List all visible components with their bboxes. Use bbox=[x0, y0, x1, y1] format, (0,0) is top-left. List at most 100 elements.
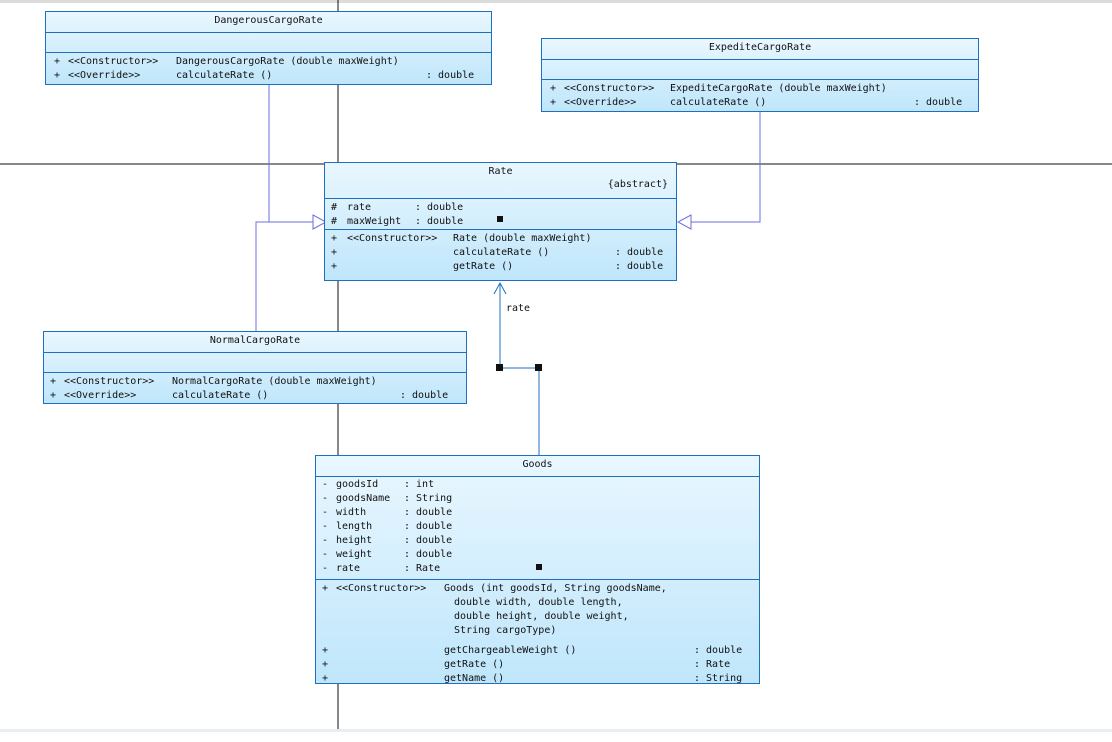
visibility-marker: + bbox=[50, 390, 57, 401]
attribute-name: height bbox=[336, 535, 373, 546]
operation-stereotype: <<Override>> bbox=[64, 390, 137, 401]
attribute-row: - goodsId : int bbox=[316, 478, 759, 492]
attributes-compartment bbox=[542, 60, 978, 80]
operation-return-type: : double bbox=[615, 247, 664, 258]
visibility-marker: + bbox=[331, 233, 338, 244]
operation-signature: getRate () bbox=[444, 659, 505, 670]
generalization-arrowhead-right bbox=[676, 214, 692, 230]
visibility-marker: + bbox=[322, 645, 329, 656]
attribute-type: : double bbox=[404, 549, 453, 560]
attribute-name: length bbox=[336, 521, 373, 532]
operation-stereotype: <<Override>> bbox=[68, 70, 141, 81]
visibility-marker: - bbox=[322, 507, 329, 518]
operation-signature: getRate () bbox=[453, 261, 514, 272]
generalization-expedite-to-rate[interactable] bbox=[691, 112, 761, 223]
association-role-label: rate bbox=[506, 303, 531, 314]
visibility-marker: + bbox=[322, 583, 329, 594]
operations-compartment: + <<Constructor>> Rate (double maxWeight… bbox=[325, 230, 676, 274]
operation-stereotype: <<Constructor>> bbox=[347, 233, 438, 244]
class-dangerous-cargo-rate[interactable]: DangerousCargoRate + <<Constructor>> Dan… bbox=[45, 11, 492, 85]
association-arrowhead bbox=[493, 281, 507, 295]
generalization-normal-to-rate[interactable] bbox=[255, 221, 313, 331]
operation-row: + getName () : String bbox=[316, 672, 759, 686]
attribute-name: weight bbox=[336, 549, 373, 560]
class-expedite-cargo-rate[interactable]: ExpediteCargoRate + <<Constructor>> Expe… bbox=[541, 38, 979, 112]
class-name: ExpediteCargoRate bbox=[708, 42, 812, 53]
operation-stereotype: <<Constructor>> bbox=[336, 583, 427, 594]
operation-signature: calculateRate () bbox=[670, 97, 767, 108]
operation-signature: String cargoType) bbox=[448, 625, 557, 636]
operations-compartment: + <<Constructor>> ExpediteCargoRate (dou… bbox=[542, 80, 978, 110]
generalization-dangerous-to-rate[interactable] bbox=[268, 85, 313, 223]
visibility-marker: + bbox=[550, 97, 557, 108]
operation-row: double width, double length, bbox=[316, 596, 759, 610]
top-band bbox=[0, 0, 1112, 3]
visibility-marker: - bbox=[322, 549, 329, 560]
attribute-row: - weight : double bbox=[316, 548, 759, 562]
attribute-type: : double bbox=[404, 521, 453, 532]
attribute-type: : Rate bbox=[404, 563, 441, 574]
attribute-type: : double bbox=[415, 202, 464, 213]
visibility-marker: + bbox=[322, 673, 329, 684]
attribute-row: # maxWeight : double bbox=[325, 215, 676, 229]
visibility-marker: + bbox=[50, 376, 57, 387]
operation-return-type: : double bbox=[914, 97, 963, 108]
attribute-type: : String bbox=[404, 493, 453, 504]
operation-row: String cargoType) bbox=[316, 624, 759, 638]
visibility-marker: + bbox=[322, 659, 329, 670]
operation-row: + getChargeableWeight () : double bbox=[316, 644, 759, 658]
attribute-row: - length : double bbox=[316, 520, 759, 534]
operation-signature: NormalCargoRate (double maxWeight) bbox=[172, 376, 377, 387]
operation-row: + <<Override>> calculateRate () : double bbox=[542, 96, 978, 110]
operation-signature: double width, double length, bbox=[448, 597, 623, 608]
attribute-type: : double bbox=[415, 216, 464, 227]
attribute-type: : double bbox=[404, 535, 453, 546]
class-stereotype: {abstract} bbox=[607, 179, 668, 190]
operations-compartment: + <<Constructor>> NormalCargoRate (doubl… bbox=[44, 373, 466, 403]
operation-signature: calculateRate () bbox=[176, 70, 273, 81]
class-name: Rate bbox=[488, 166, 513, 177]
operation-signature: ExpediteCargoRate (double maxWeight) bbox=[670, 83, 887, 94]
operation-signature: calculateRate () bbox=[172, 390, 269, 401]
class-normal-cargo-rate[interactable]: NormalCargoRate + <<Constructor>> Normal… bbox=[43, 331, 467, 404]
association-handle-left[interactable] bbox=[496, 364, 503, 371]
class-name: NormalCargoRate bbox=[209, 335, 301, 346]
operation-signature: getChargeableWeight () bbox=[444, 645, 577, 656]
attribute-name: maxWeight bbox=[347, 216, 402, 227]
operation-return-type: : double bbox=[615, 261, 664, 272]
operation-row: + getRate () : Rate bbox=[316, 658, 759, 672]
association-handle-right[interactable] bbox=[535, 364, 542, 371]
operation-signature: DangerousCargoRate (double maxWeight) bbox=[176, 56, 399, 67]
attribute-name: rate bbox=[347, 202, 372, 213]
visibility-marker: - bbox=[322, 563, 329, 574]
operation-stereotype: <<Override>> bbox=[564, 97, 637, 108]
attributes-compartment: - goodsId : int - goodsName : String - w… bbox=[316, 477, 759, 580]
operation-row: + getRate () : double bbox=[325, 260, 676, 274]
operation-row: + <<Override>> calculateRate () : double bbox=[46, 69, 491, 83]
attributes-compartment bbox=[46, 33, 491, 53]
attributes-compartment: # rate : double # maxWeight : double bbox=[325, 199, 676, 230]
generalization-arrowhead-left bbox=[312, 214, 328, 230]
selection-marker bbox=[497, 216, 503, 222]
attribute-type: : double bbox=[404, 507, 453, 518]
visibility-marker: + bbox=[331, 261, 338, 272]
attribute-row: # rate : double bbox=[325, 201, 676, 215]
attribute-row: - goodsName : String bbox=[316, 492, 759, 506]
class-goods[interactable]: Goods - goodsId : int - goodsName : Stri… bbox=[315, 455, 760, 684]
visibility-marker: - bbox=[322, 521, 329, 532]
class-rate[interactable]: Rate {abstract} # rate : double # maxWei… bbox=[324, 162, 677, 281]
operation-stereotype: <<Constructor>> bbox=[68, 56, 159, 67]
operations-compartment: + <<Constructor>> DangerousCargoRate (do… bbox=[46, 53, 491, 83]
class-header: DangerousCargoRate bbox=[46, 12, 491, 33]
association-goods-to-rate[interactable] bbox=[499, 284, 540, 455]
operation-row: + calculateRate () : double bbox=[325, 246, 676, 260]
attribute-row: - width : double bbox=[316, 506, 759, 520]
operation-signature: getName () bbox=[444, 673, 505, 684]
selection-marker bbox=[536, 564, 542, 570]
class-header: Rate {abstract} bbox=[325, 163, 676, 199]
operation-signature: Goods (int goodsId, String goodsName, bbox=[444, 583, 667, 594]
attribute-name: rate bbox=[336, 563, 361, 574]
class-name: Goods bbox=[522, 459, 553, 470]
class-header: NormalCargoRate bbox=[44, 332, 466, 353]
